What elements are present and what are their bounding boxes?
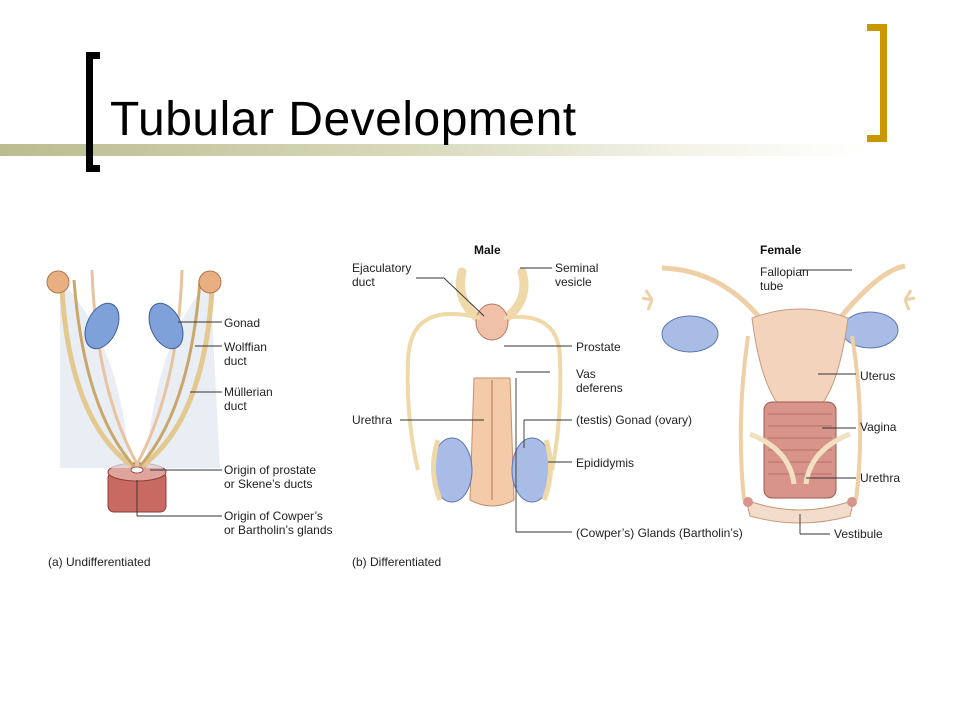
label-urethra-female: Urethra (860, 471, 900, 485)
label-ejaculatory-2: duct (352, 275, 375, 289)
label-testis-gonad: (testis) Gonad (ovary) (576, 413, 692, 427)
label-fallopian-1: Fallopian (760, 265, 809, 279)
label-urethra-male: Urethra (352, 413, 392, 427)
label-seminal-1: Seminal (555, 261, 598, 275)
label-prostate-origin-1: Origin of prostate (224, 463, 316, 477)
label-wolffian-2: duct (224, 354, 247, 368)
label-mullerian-2: duct (224, 399, 247, 413)
slide-title: Tubular Development (110, 93, 577, 146)
label-epididymis: Epididymis (576, 456, 634, 470)
label-seminal-2: vesicle (555, 275, 592, 289)
panel-a-illustration (46, 269, 222, 517)
label-wolffian-1: Wolffian (224, 340, 267, 354)
female-illustration (641, 263, 916, 535)
label-vagina: Vagina (860, 420, 897, 434)
male-labels: Male Ejaculatory duct Seminal vesicle Pr… (352, 243, 743, 569)
left-bracket-decoration (86, 52, 100, 172)
label-prostate-origin-2: or Skene’s ducts (224, 477, 313, 491)
title-underline-bar (0, 144, 870, 156)
label-vas-2: deferens (576, 381, 623, 395)
caption-panel-b: (b) Differentiated (352, 555, 441, 569)
right-bracket-decoration (867, 24, 887, 142)
label-prostate: Prostate (576, 340, 621, 354)
label-cowper-origin-2: or Bartholin’s glands (224, 523, 333, 537)
label-gonad: Gonad (224, 316, 260, 330)
label-fallopian-2: tube (760, 279, 784, 293)
label-vas-1: Vas (576, 367, 596, 381)
label-ejaculatory-1: Ejaculatory (352, 261, 411, 275)
caption-panel-a: (a) Undifferentiated (48, 555, 151, 569)
header-male: Male (474, 243, 501, 257)
label-vestibule: Vestibule (834, 527, 883, 541)
panel-a-labels: Gonad Wolffian duct Müllerian duct Origi… (48, 316, 333, 569)
label-mullerian-1: Müllerian (224, 385, 273, 399)
header-female: Female (760, 243, 802, 257)
male-illustration (400, 267, 572, 533)
label-uterus: Uterus (860, 369, 895, 383)
label-cowper-origin-1: Origin of Cowper’s (224, 509, 323, 523)
female-labels: Female Fallopian tube Uterus Vagina Uret… (760, 243, 900, 541)
label-glands: (Cowper’s) Glands (Bartholin’s) (576, 526, 743, 540)
